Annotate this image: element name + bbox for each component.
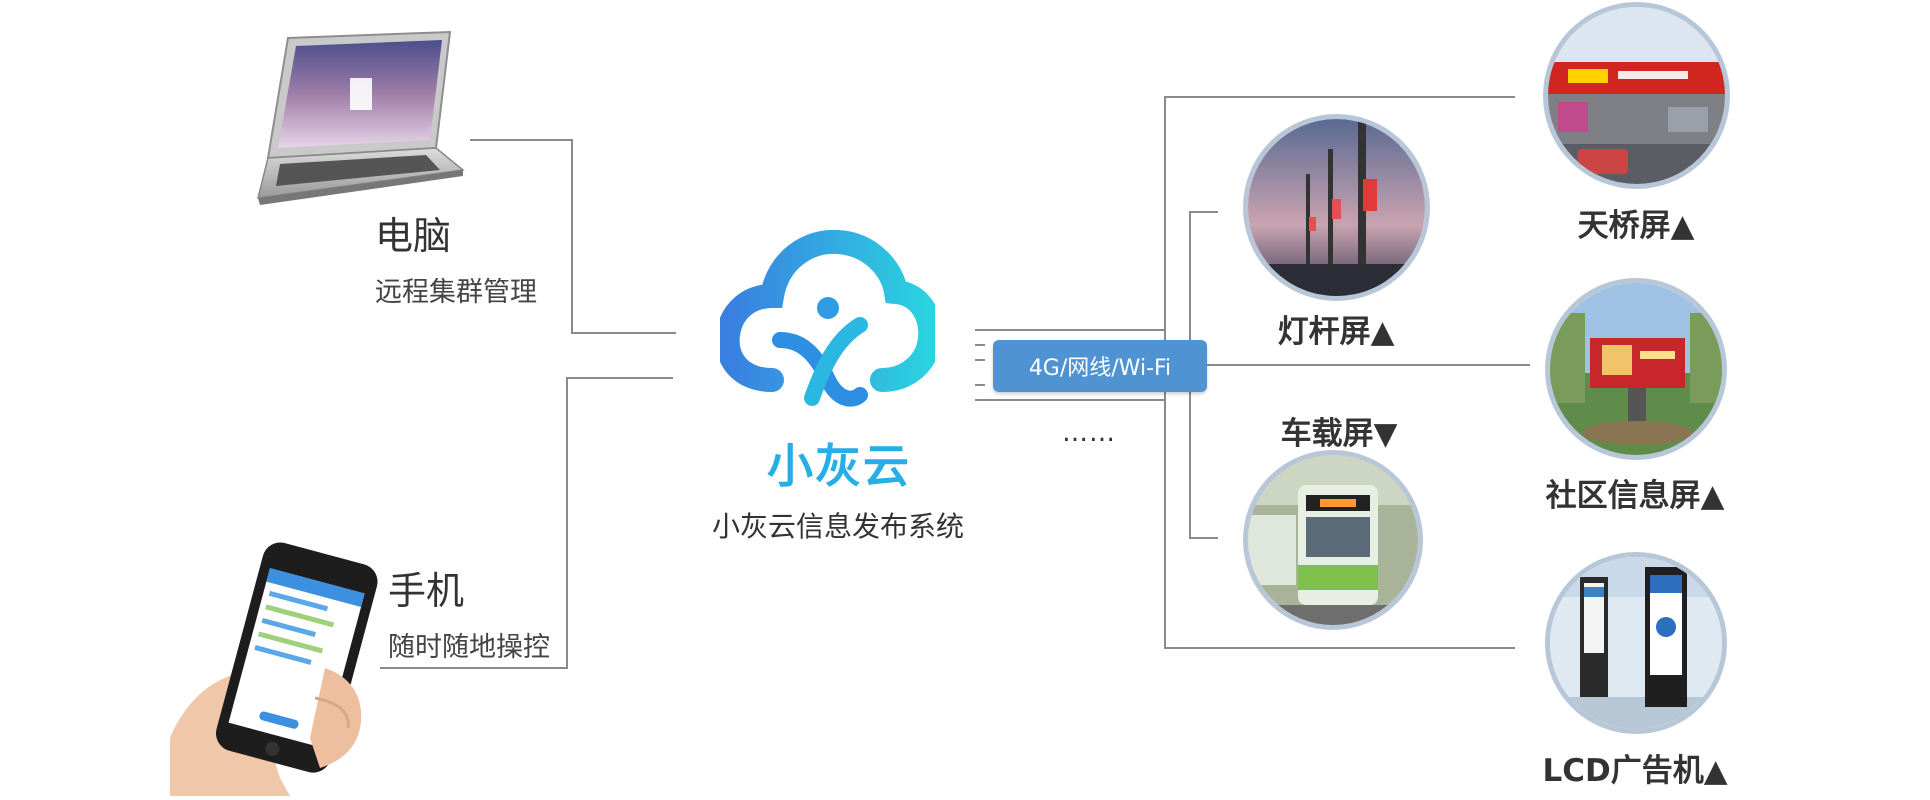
phone-image [160,538,390,796]
lamp-post-photo-icon [1248,119,1425,296]
cloud-logo-icon [715,229,943,407]
brand-name: 小灰云 [767,439,911,493]
brand-logo [715,229,943,410]
bridge-photo-icon [1548,7,1725,184]
line-computer [470,139,676,334]
network-badge: 4G/网线/Wi-Fi [993,340,1207,392]
more-dots: …… [1062,418,1116,448]
laptop-icon [257,30,465,205]
bridge-screen-label: 天桥屏▲ [1577,208,1695,244]
lamp-post-screen-image [1243,114,1430,301]
community-screen-image [1545,278,1727,460]
computer-title: 电脑 [375,214,452,258]
community-photo-icon [1550,283,1722,455]
community-screen-label: 社区信息屏▲ [1545,478,1725,514]
phone-subtitle: 随时随地操控 [388,632,550,663]
phone-icon [170,542,378,796]
vehicle-screen-image [1243,450,1423,630]
lamp-post-screen-label: 灯杆屏▲ [1277,314,1395,350]
brand-subtitle: 小灰云信息发布系统 [712,510,965,543]
bridge-screen-image [1543,2,1730,189]
lcd-screen-label: LCD广告机▲ [1542,753,1728,789]
line-phone [380,377,673,669]
vehicle-photo-icon [1248,455,1418,625]
vehicle-screen-label: 车载屏▼ [1280,416,1398,452]
computer-subtitle: 远程集群管理 [375,277,537,308]
lcd-screen-image [1545,552,1727,734]
phone-title: 手机 [388,569,465,613]
lcd-photo-icon [1550,557,1722,729]
laptop-image [188,30,468,205]
